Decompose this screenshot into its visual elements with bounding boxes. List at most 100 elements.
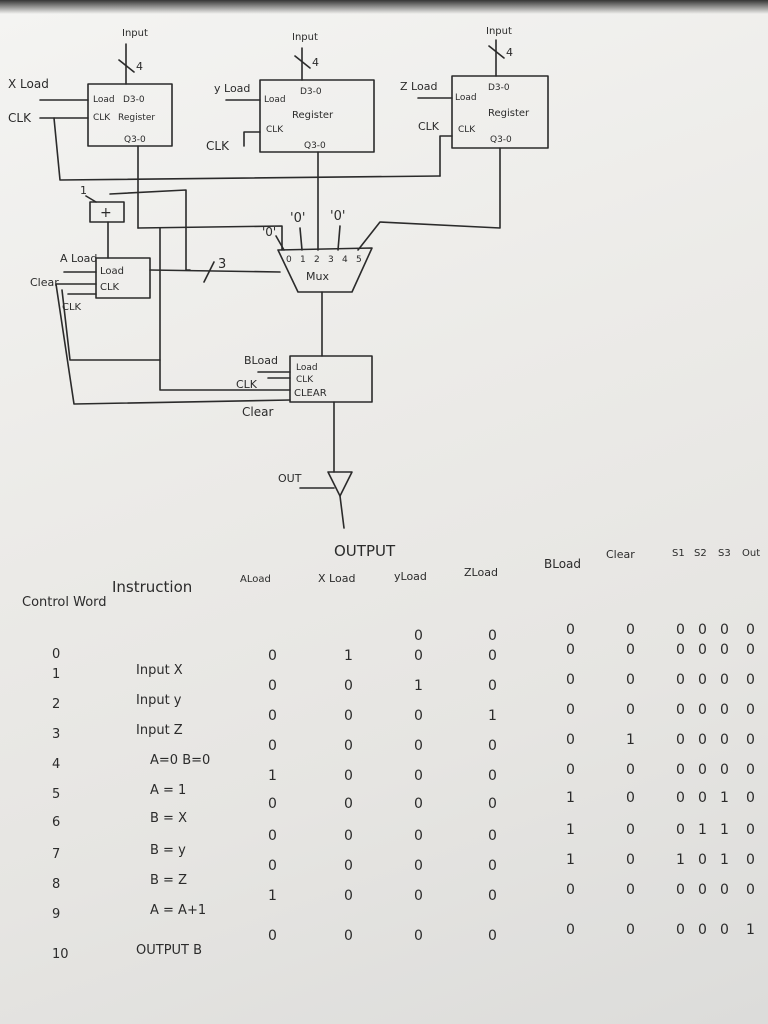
a-register-clk-signal: CLK <box>62 302 82 313</box>
cell-r2-c3: 0 <box>488 678 497 694</box>
cell-r7-c4: 1 <box>566 822 575 838</box>
cell-r9-c7: 0 <box>698 882 707 898</box>
instruction-7: B = y <box>150 843 186 858</box>
cell-r6-c1: 0 <box>344 796 353 812</box>
cell-r6-c5: 0 <box>626 790 635 806</box>
cell-r2-c9: 0 <box>746 672 755 688</box>
instruction-9: A = A+1 <box>150 903 206 918</box>
control-word-5: 5 <box>52 787 60 802</box>
instruction-6: B = X <box>150 811 187 826</box>
register-y: Input 4 y Load CLK Load D3-0 CLK Registe… <box>206 32 375 153</box>
register-x-port-data-in: D3-0 <box>123 95 145 105</box>
a-register: A Load Clear CLK Load CLK 3 <box>30 252 281 313</box>
table-header-instruction: Instruction <box>112 578 192 596</box>
instruction-3: Input Z <box>136 723 183 738</box>
output-buffer: OUT OUTPUT <box>278 471 396 560</box>
instruction-5: A = 1 <box>150 783 186 798</box>
cell-r7-c7: 1 <box>698 822 707 838</box>
register-x-port-clk: CLK <box>93 113 111 123</box>
register-y-box <box>259 79 375 153</box>
cell-r10-c1: 0 <box>344 928 353 944</box>
cell-r10-c6: 0 <box>676 922 685 938</box>
b-register-port-load: Load <box>296 363 318 373</box>
adder-box <box>89 201 125 223</box>
cell-r1-c7: 0 <box>698 642 707 658</box>
control-word-table: Control Word Instruction ALoad X Load yL… <box>22 548 760 962</box>
register-y-input-label: Input <box>292 32 318 43</box>
cell-r4-c0: 0 <box>268 738 277 754</box>
cell-r9-c0: 1 <box>268 888 277 904</box>
register-y-port-q: Q3-0 <box>304 141 326 151</box>
register-x-bus-width: 4 <box>136 60 143 73</box>
cell-r6-c4: 1 <box>566 790 575 806</box>
cell-r0-c3: 0 <box>488 628 497 644</box>
register-z-port-load: Load <box>455 93 477 103</box>
cell-r2-c5: 0 <box>626 672 635 688</box>
a-register-output-wire <box>149 269 281 273</box>
control-word-9: 9 <box>52 907 60 922</box>
instruction-8: B = Z <box>150 873 187 888</box>
register-z: Input 4 Z Load CLK Load D3-0 CLK Registe… <box>400 26 549 177</box>
cell-r9-c1: 0 <box>344 888 353 904</box>
register-x-box <box>87 83 173 147</box>
cell-r5-c6: 0 <box>676 762 685 778</box>
cell-r4-c5: 1 <box>626 732 635 748</box>
mux: Mux '0' '0' '0' 0 1 2 3 4 5 <box>262 209 373 357</box>
register-y-bus-slash <box>294 55 311 69</box>
cell-r8-c9: 0 <box>746 852 755 868</box>
control-word-2: 2 <box>52 697 60 712</box>
cell-r6-c6: 0 <box>676 790 685 806</box>
cell-r0-c6: 0 <box>676 622 685 638</box>
cell-r6-c8: 1 <box>720 790 729 806</box>
table-header-control-word: Control Word <box>22 595 107 610</box>
mux-body <box>277 247 373 293</box>
cell-r8-c7: 0 <box>698 852 707 868</box>
cell-r8-c5: 0 <box>626 852 635 868</box>
cell-r7-c9: 0 <box>746 822 755 838</box>
control-word-1: 1 <box>52 667 60 682</box>
cell-r4-c8: 0 <box>720 732 729 748</box>
cell-r5-c0: 1 <box>268 768 277 784</box>
cell-r9-c9: 0 <box>746 882 755 898</box>
adder-symbol: + <box>100 205 112 221</box>
table-header-zload: ZLoad <box>464 566 498 579</box>
register-z-clk-signal: CLK <box>418 120 440 133</box>
cell-r7-c2: 0 <box>414 828 423 844</box>
cell-r2-c0: 0 <box>268 678 277 694</box>
cell-r7-c3: 0 <box>488 828 497 844</box>
b-register-box <box>289 355 373 403</box>
register-y-port-load: Load <box>264 95 286 105</box>
cell-r6-c9: 0 <box>746 790 755 806</box>
register-x-load-signal: X Load <box>8 77 49 91</box>
b-register-clear-signal: Clear <box>242 405 273 419</box>
cell-r2-c1: 0 <box>344 678 353 694</box>
b-register-port-clk: CLK <box>296 375 314 385</box>
cell-r9-c5: 0 <box>626 882 635 898</box>
mux-constant-2: '0' <box>330 209 345 224</box>
mux-port-0: 0 <box>286 255 292 265</box>
cell-r10-c3: 0 <box>488 928 497 944</box>
a-register-load-signal: A Load <box>60 252 97 265</box>
cell-r10-c2: 0 <box>414 928 423 944</box>
table-header-s1: S1 <box>672 548 685 559</box>
table-header-bload: BLoad <box>544 557 581 571</box>
mux-port-2: 2 <box>314 255 320 265</box>
cell-r4-c4: 0 <box>566 732 575 748</box>
tristate-buffer <box>299 471 353 497</box>
cell-r6-c7: 0 <box>698 790 707 806</box>
adder: + 1 <box>80 184 187 271</box>
b-register-port-clear: CLEAR <box>294 388 327 399</box>
instruction-1: Input X <box>136 663 183 678</box>
control-word-6: 6 <box>52 815 60 830</box>
cell-r4-c3: 0 <box>488 738 497 754</box>
cell-r10-c0: 0 <box>268 928 277 944</box>
cell-r3-c3: 1 <box>488 708 497 724</box>
table-header-s2: S2 <box>694 548 707 559</box>
cell-r7-c6: 0 <box>676 822 685 838</box>
cell-r3-c2: 0 <box>414 708 423 724</box>
cell-r1-c0: 0 <box>268 648 277 664</box>
cell-r10-c9: 1 <box>746 922 755 938</box>
b-register-load-signal: BLoad <box>244 354 278 367</box>
register-y-title: Register <box>292 110 334 121</box>
